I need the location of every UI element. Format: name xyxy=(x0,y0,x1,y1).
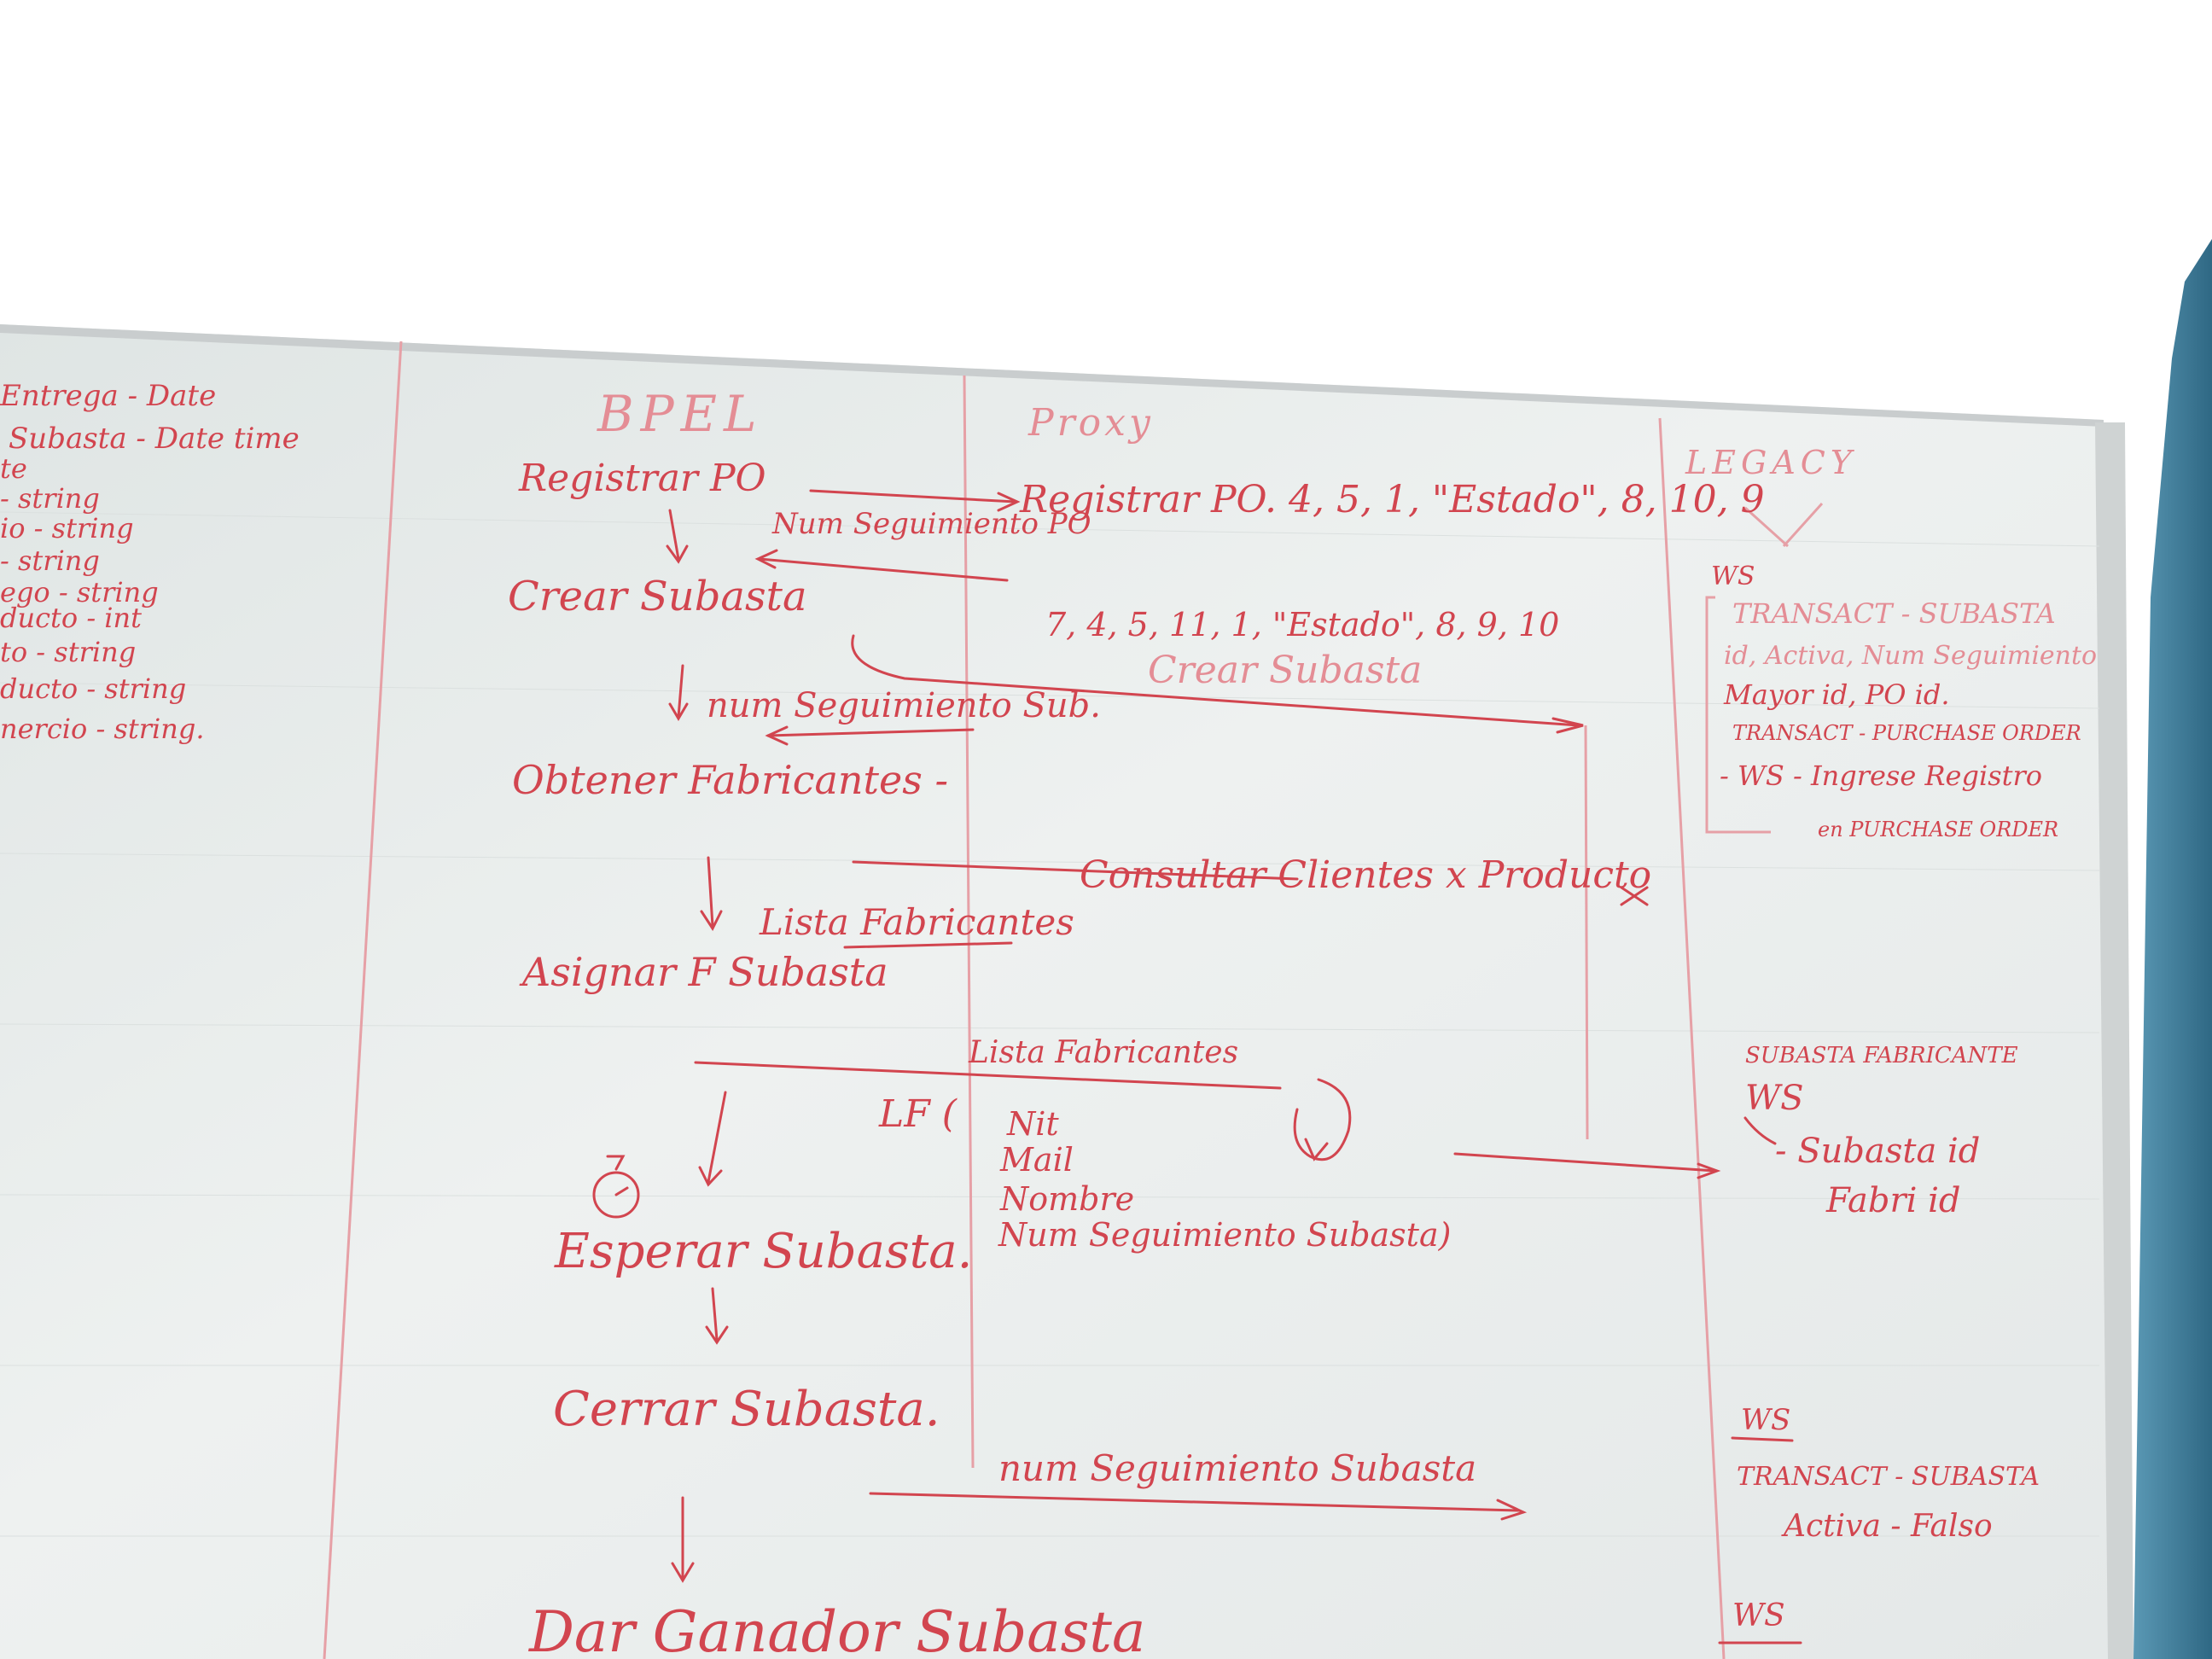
left-field: te xyxy=(0,452,27,485)
whiteboard-top-edge xyxy=(0,324,2104,427)
legacy-notes: WS TRANSACT - SUBASTA id, Activa, Num Se… xyxy=(1705,562,2097,1644)
legacy-note: SUBASTA FABRICANTE xyxy=(1745,1043,2018,1068)
msg-lf-field: Nombre xyxy=(999,1180,1134,1218)
timer-icon xyxy=(592,1155,640,1219)
left-field: ducto - int xyxy=(0,602,142,634)
left-field-list: Entrega - Date Subasta - Date time te - … xyxy=(0,379,300,745)
legacy-note: TRANSACT - SUBASTA xyxy=(1732,597,2056,630)
whiteboard-right-edge xyxy=(2095,422,2133,1659)
left-field: - string xyxy=(0,544,100,577)
legacy-note: TRANSACT - SUBASTA xyxy=(1737,1462,2040,1492)
msg-lista-fabricantes-2: Lista Fabricantes xyxy=(968,1035,1238,1070)
msg-lf-field: Mail xyxy=(999,1141,1074,1179)
step-crear-subasta: Crear Subasta xyxy=(508,573,807,620)
left-field: nercio - string. xyxy=(0,713,205,745)
step-esperar: Esperar Subasta. xyxy=(554,1224,972,1279)
curtain xyxy=(2133,239,2212,1659)
heading-bpel: BPEL xyxy=(597,385,764,443)
swimlane-dividers xyxy=(323,341,1726,1659)
legacy-note: WS xyxy=(1711,562,1755,591)
msg-lista-fabricantes: Lista Fabricantes xyxy=(759,901,1074,943)
legacy-note: id, Activa, Num Seguimiento xyxy=(1724,641,2097,671)
legacy-note: Fabri id xyxy=(1825,1181,1961,1220)
left-field: ego - string xyxy=(0,576,159,608)
heading-legacy: LEGACY xyxy=(1685,444,1857,481)
msg-lf-open: LF ( xyxy=(878,1092,958,1136)
left-field: Entrega - Date xyxy=(0,379,216,413)
left-field: - string xyxy=(0,482,100,515)
msg-num-seguimiento-subasta: num Seguimiento Subasta xyxy=(998,1447,1476,1489)
sequence-messages: Registrar PO. 4, 5, 1, "Estado", 8, 10, … xyxy=(694,478,1765,1521)
step-asignar: Asignar F Subasta xyxy=(519,949,888,995)
left-field: io - string xyxy=(0,512,134,544)
legacy-note: WS xyxy=(1732,1598,1785,1633)
whiteboard xyxy=(0,324,2125,1659)
msg-registrar-po-proxy: Registrar PO. 4, 5, 1, "Estado", 8, 10, … xyxy=(1019,478,1765,521)
legacy-note: WS xyxy=(1741,1403,1790,1437)
left-field: ducto - string xyxy=(0,672,186,705)
legacy-note: Activa - Falso xyxy=(1781,1509,1993,1544)
step-obtener-fabricantes: Obtener Fabricantes - xyxy=(512,757,948,803)
legacy-note: en PURCHASE ORDER xyxy=(1818,818,2058,841)
step-cerrar: Cerrar Subasta. xyxy=(553,1382,940,1437)
legacy-note: - Subasta id xyxy=(1775,1132,1980,1171)
msg-num-seguimiento-sub: num Seguimiento Sub. xyxy=(707,686,1101,725)
legacy-note: WS xyxy=(1745,1079,1804,1118)
msg-consultar: Consultar Clientes x Producto xyxy=(1080,853,1651,897)
msg-lf-field: Num Seguimiento Subasta) xyxy=(998,1216,1451,1254)
msg-lf-field: Nit xyxy=(1006,1105,1059,1143)
legacy-note: Mayor id, PO id. xyxy=(1723,678,1950,711)
msg-num-seguimiento-po: Num Seguimiento PO xyxy=(771,507,1091,541)
heading-proxy: Proxy xyxy=(1027,401,1154,445)
legacy-note: TRANSACT - PURCHASE ORDER xyxy=(1732,721,2081,745)
msg-crear-subasta-proxy: Crear Subasta xyxy=(1148,649,1422,692)
board-grid xyxy=(0,511,2100,1537)
msg-crear-subasta-params: 7, 4, 5, 11, 1, "Estado", 8, 9, 10 xyxy=(1045,606,1559,643)
left-field: Subasta - Date time xyxy=(9,422,300,456)
step-registrar-po: Registrar PO xyxy=(518,457,766,500)
step-dar-ganador: Dar Ganador Subasta xyxy=(528,1599,1145,1659)
bpel-steps: Registrar PO Crear Subasta Obtener Fabri… xyxy=(508,457,1145,1659)
bpel-flow-arrows xyxy=(666,509,729,1583)
left-field: to - string xyxy=(0,636,136,668)
legacy-note: - WS - Ingrese Registro xyxy=(1720,760,2042,792)
